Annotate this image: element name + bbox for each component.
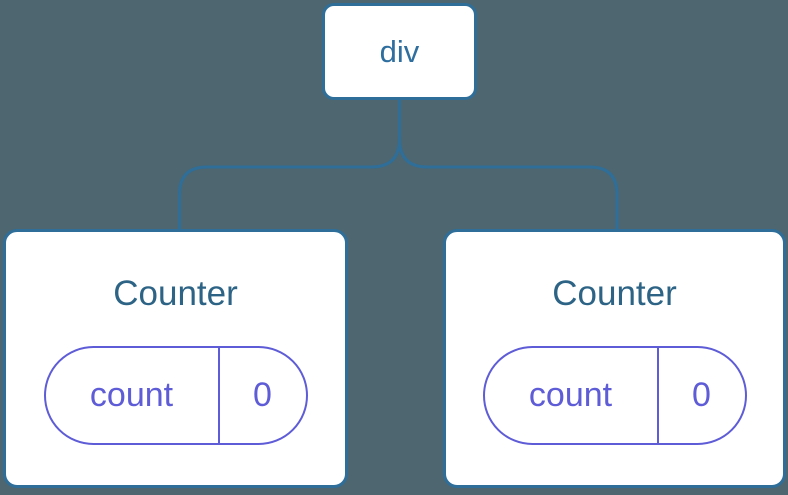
- state-value: 0: [692, 376, 711, 414]
- component-title: Counter: [552, 274, 677, 313]
- component-title: Counter: [113, 274, 238, 313]
- connector-root-to-right-counter: [398, 100, 619, 230]
- state-key-cell: count: [485, 348, 659, 443]
- state-pill: count 0: [43, 346, 308, 445]
- state-key: count: [89, 376, 174, 414]
- root-node-div: div: [322, 3, 477, 100]
- root-node-label: div: [379, 33, 420, 69]
- state-value-cell: 0: [659, 348, 745, 443]
- state-key: count: [528, 376, 613, 414]
- state-value-cell: 0: [220, 348, 306, 443]
- counter-card-left: Counter count 0: [3, 229, 348, 488]
- state-key-cell: count: [46, 348, 220, 443]
- connector-root-to-left-counter: [178, 100, 401, 230]
- state-pill: count 0: [482, 346, 747, 445]
- state-value: 0: [253, 376, 272, 414]
- counter-card-right: Counter count 0: [443, 229, 786, 488]
